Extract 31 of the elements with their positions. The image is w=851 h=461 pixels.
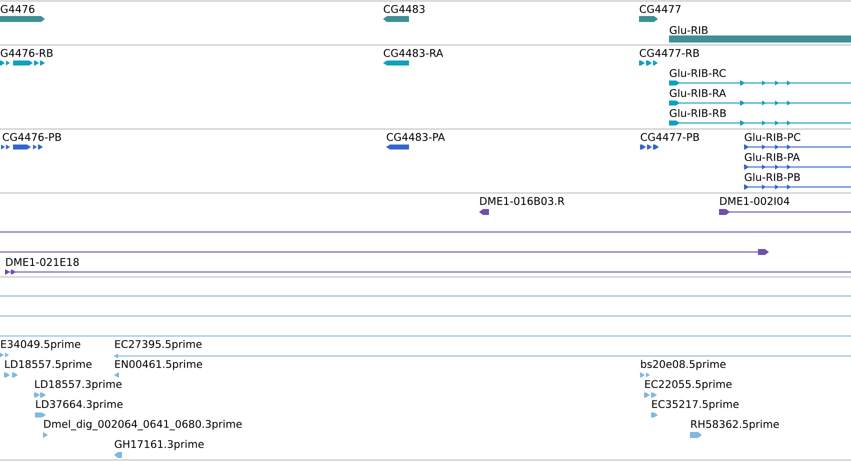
feature-label: DME1-002I04 <box>720 197 790 205</box>
feature-label: LD18557.5prime <box>5 360 92 370</box>
feature-label: CG4483-RA <box>384 49 444 57</box>
feature-label: CG4477-PB <box>640 133 699 141</box>
feature-label: EC27395.5prime <box>115 340 202 350</box>
feature-label: DME1-016B03.R <box>480 197 564 205</box>
feature-label: Glu-RIB <box>670 26 708 34</box>
feature-label: CG4483 <box>384 5 425 13</box>
feature-label: Glu-RIB-RC <box>670 68 726 78</box>
feature-label: EC22055.5prime <box>645 380 732 390</box>
feature-label: CG4477-RB <box>640 49 699 57</box>
feature-label: GH17161.3prime <box>114 440 204 450</box>
feature-label: Glu-RIB-PA <box>744 152 800 162</box>
feature-label: E34049.5prime <box>1 340 80 350</box>
feature-label: Glu-RIB-PB <box>744 172 800 182</box>
feature-label: EN00461.5prime <box>115 360 202 370</box>
feature-label: CG4477 <box>640 5 680 13</box>
feature-label: LD18557.3prime <box>35 380 122 390</box>
feature-label: G4476 <box>0 5 34 13</box>
feature-label: LD37664.3prime <box>36 400 123 410</box>
feature-label: Glu-RIB-RB <box>670 108 726 118</box>
feature-label: CG4476-PB <box>2 133 61 141</box>
feature-label: Glu-RIB-PC <box>744 132 800 142</box>
feature-label: DME1-021E18 <box>6 258 79 266</box>
feature-label: Dmel_dig_002064_0641_0680.3prime <box>44 420 242 430</box>
feature-label: RH58362.5prime <box>691 420 779 430</box>
feature-label: EC35217.5prime <box>652 400 739 410</box>
feature-label: Glu-RIB-RA <box>670 88 726 98</box>
feature-label: bs20e08.5prime <box>641 360 726 370</box>
feature-label: CG4483-PA <box>386 133 445 141</box>
feature-label: G4476-RB <box>0 49 53 57</box>
